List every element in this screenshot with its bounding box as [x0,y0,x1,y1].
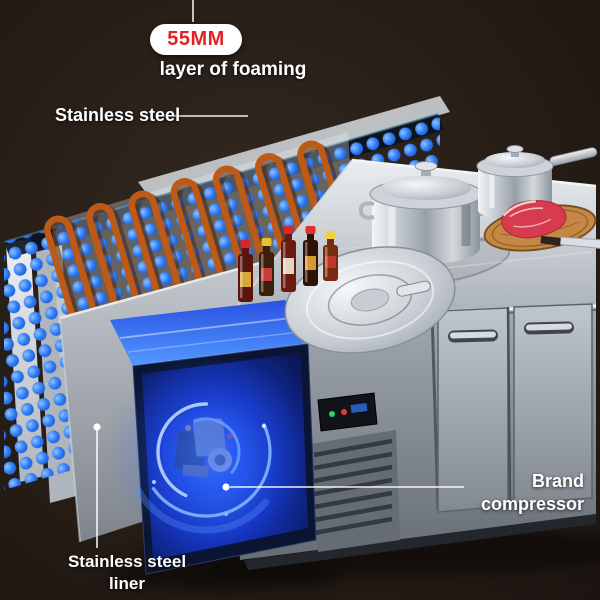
power-light [329,411,335,417]
sauce-bottles [238,226,338,302]
temp-display [350,403,368,413]
lid-handle [396,280,431,297]
foam-layer-label: layer of foaming [159,59,307,80]
counter-back-edge [351,158,597,188]
leader-dot-liner [93,423,101,431]
bottle [259,238,274,296]
bottle [281,226,296,292]
bottle [323,231,338,281]
foam-thickness-badge: 55MM [150,24,242,55]
condenser-coil-layer [44,140,360,342]
pan-lid [284,246,456,354]
door-left [437,307,509,513]
compressor-box [106,300,317,575]
counter-items [238,145,600,354]
top-glint [119,317,293,339]
brand-compressor-label: Brand compressor [480,471,584,515]
door-gap [506,306,512,507]
alarm-light [341,409,347,415]
knife [540,235,600,250]
door-right [513,303,593,505]
steak [501,200,567,239]
top-glint [127,331,301,353]
door-handle-left [448,329,498,343]
bottle [238,240,253,302]
control-panel [317,392,378,432]
cutting-board [483,200,600,252]
leader-dot-compressor [222,483,230,491]
machine-bay [310,392,400,552]
bottle [303,226,318,286]
door-handle-right [524,321,574,335]
door-gap [430,311,440,511]
stainless-steel-label: Stainless steel [55,105,181,125]
leader-lines [96,0,464,548]
blue-glow-halo [106,352,306,552]
plinth [244,514,596,570]
stainless-steel-liner-label: Stainless steel liner [67,552,187,593]
